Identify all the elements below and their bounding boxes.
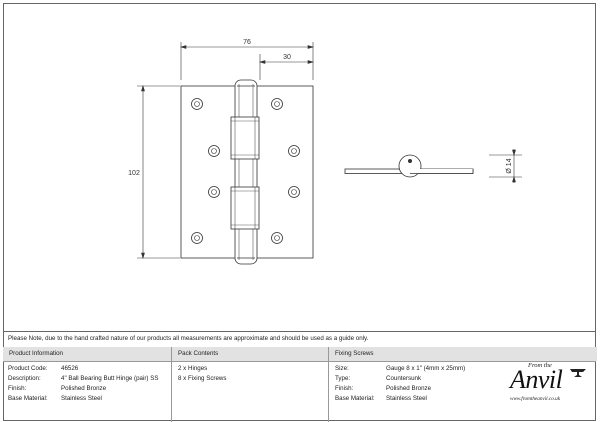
- screw-finish-label: Finish:: [335, 385, 354, 392]
- description-value: 4" Ball Bearing Butt Hinge (pair) SS: [61, 375, 159, 382]
- divider: [171, 347, 172, 422]
- anvil-icon: [570, 369, 586, 377]
- screw-type-value: Countersunk: [386, 375, 422, 382]
- screw-hole: [191, 232, 203, 244]
- screw-size-label: Size:: [335, 365, 349, 372]
- hinge-front-view: [180, 79, 314, 265]
- divider: [3, 331, 596, 332]
- spec-table: Product Information Pack Contents Fixing…: [3, 347, 597, 422]
- screw-hole: [208, 186, 220, 198]
- disclaimer-note: Please Note, due to the hand crafted nat…: [8, 335, 369, 342]
- finish-value: Polished Bronze: [61, 385, 107, 392]
- base-material-label: Base Material:: [8, 395, 48, 402]
- width-dimension: [179, 42, 315, 80]
- pack-contents-header: Pack Contents: [172, 347, 328, 361]
- logo-url: www.fromtheanvil.co.uk: [510, 396, 560, 402]
- divider: [3, 361, 596, 362]
- screw-hole: [288, 145, 300, 157]
- screw-size-value: Gauge 8 x 1" (4mm x 25mm): [386, 365, 466, 372]
- height-dimension: [137, 84, 180, 260]
- divider: [328, 347, 329, 422]
- screw-hole: [271, 98, 283, 110]
- screw-type-label: Type:: [335, 375, 351, 382]
- knuckle-diameter-label: Ø 14: [506, 158, 513, 173]
- screw-finish-value: Polished Bronze: [386, 385, 432, 392]
- drawing-frame: [3, 3, 596, 421]
- description-label: Description:: [8, 375, 41, 382]
- knuckle-diameter-dimension: [489, 149, 522, 183]
- screw-hole: [288, 186, 300, 198]
- screw-hole: [271, 232, 283, 244]
- product-info-header: Product Information: [3, 347, 171, 361]
- anvil-logo: From the Anvil www.fromtheanvil.co.uk: [506, 362, 590, 412]
- product-code-value: 46526: [61, 365, 79, 372]
- logo-tagline: From the: [528, 362, 552, 369]
- screw-base-material-value: Stainless Steel: [386, 395, 427, 402]
- finish-label: Finish:: [8, 385, 27, 392]
- logo-wordmark: Anvil: [510, 365, 563, 394]
- product-code-label: Product Code:: [8, 365, 48, 372]
- base-material-value: Stainless Steel: [61, 395, 102, 402]
- height-label: 102: [128, 170, 140, 177]
- pack-item: 8 x Fixing Screws: [178, 375, 227, 382]
- screw-holes: [191, 98, 300, 244]
- width-leaf-label: 30: [283, 54, 291, 61]
- hinge-side-view: [344, 154, 474, 178]
- fixing-screws-header: Fixing Screws: [329, 347, 597, 361]
- screw-base-material-label: Base Material:: [335, 395, 375, 402]
- hinge-knuckle: [234, 79, 258, 265]
- screw-hole: [191, 98, 203, 110]
- width-total-label: 76: [243, 39, 251, 46]
- technical-drawing: 76 30 102: [128, 39, 522, 265]
- screw-hole: [208, 145, 220, 157]
- pack-item: 2 x Hinges: [178, 365, 208, 372]
